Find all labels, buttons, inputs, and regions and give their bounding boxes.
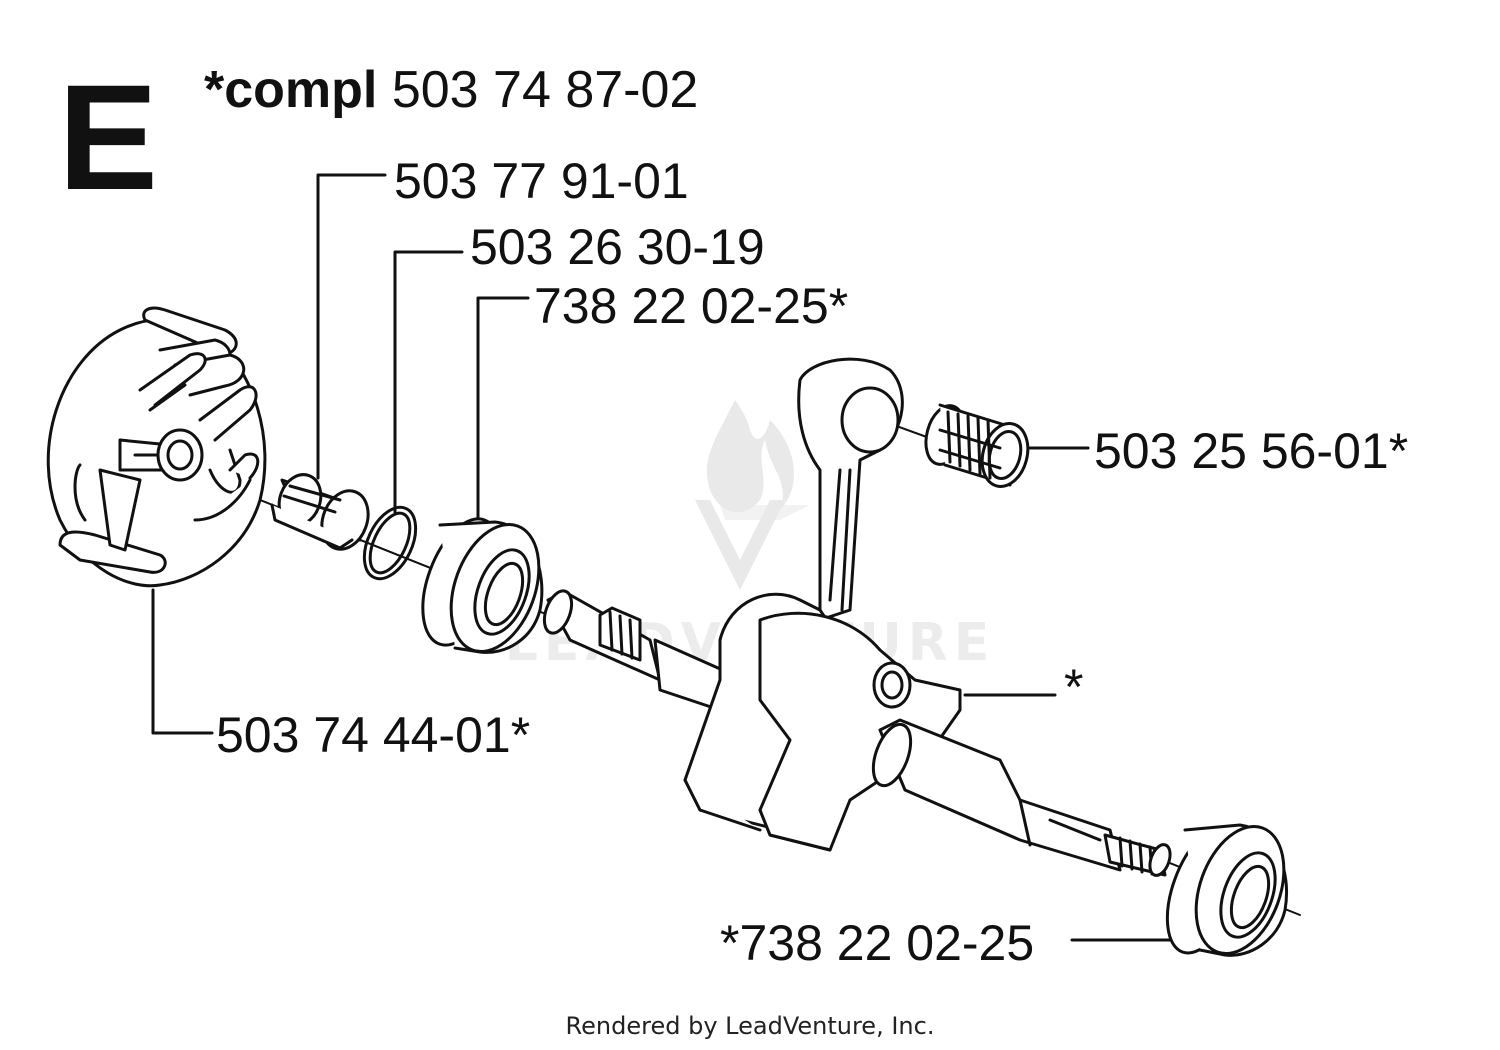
leader-line-bearing-clutch: [476, 296, 530, 522]
callout-bearing-flywheel-side[interactable]: *738 22 02-25: [720, 915, 1035, 971]
leader-line-clutch: [151, 588, 214, 735]
ball-bearing-flywheel-side-icon: [1165, 823, 1288, 957]
leader-line-piston-pin-bearing: [316, 173, 387, 480]
clutch-assembly-icon: [46, 306, 267, 588]
footer-credit: Rendered by LeadVenture, Inc.: [565, 1012, 935, 1040]
assembly-prefix: *compl: [204, 61, 378, 119]
needle-bearing-icon: [924, 403, 1030, 488]
o-ring-icon: [362, 505, 418, 581]
callout-o-ring[interactable]: 503 26 30-19: [470, 219, 765, 275]
leader-line-o-ring: [393, 250, 464, 514]
callout-piston-pin-bearing[interactable]: 503 77 91-01: [394, 153, 689, 209]
callout-crankshaft[interactable]: *: [1064, 659, 1084, 715]
callout-needle-bearing[interactable]: 503 25 56-01*: [1094, 423, 1409, 479]
callout-bearing-clutch-side[interactable]: 738 22 02-25*: [534, 278, 849, 334]
callout-clutch[interactable]: 503 74 44-01*: [216, 707, 531, 763]
ball-bearing-clutch-side-icon: [421, 517, 544, 654]
crankshaft-icon: [542, 357, 1172, 877]
sleeve-part-icon: [270, 473, 370, 551]
section-letter: E: [58, 53, 159, 221]
assembly-part-number: 503 74 87-02: [391, 61, 699, 119]
assembly-title: *compl 503 74 87-02: [204, 64, 698, 116]
